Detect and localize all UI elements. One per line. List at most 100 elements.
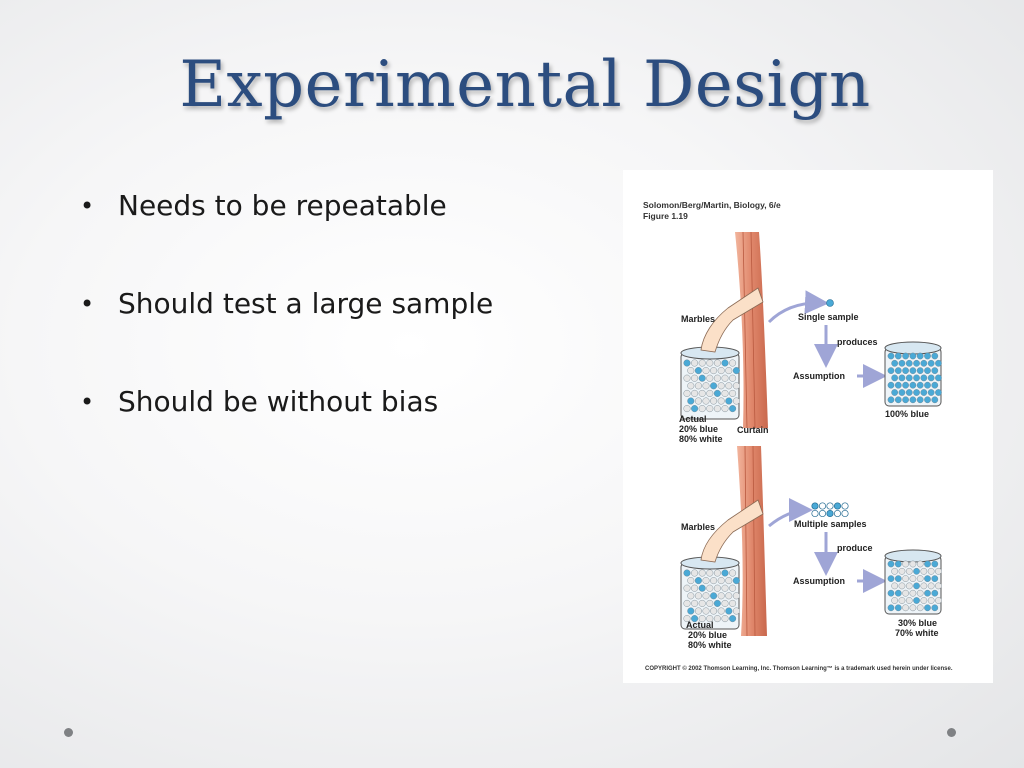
marble — [891, 389, 899, 396]
marble — [905, 597, 913, 604]
bullet-icon: • — [80, 290, 95, 318]
marble — [725, 367, 733, 375]
marble — [909, 604, 917, 612]
marble — [935, 359, 942, 367]
figure-source-line1: Solomon/Berg/Martin, Biology, 6/e — [643, 200, 781, 210]
marble — [725, 592, 733, 600]
marble — [924, 575, 931, 582]
marbles-label: Marbles — [681, 314, 715, 324]
marble — [894, 352, 902, 360]
marble — [706, 359, 714, 367]
marble — [902, 381, 909, 389]
assumption-label: Assumption — [793, 371, 845, 381]
result-white-label: 70% white — [895, 628, 939, 638]
marble — [931, 381, 939, 389]
marble — [729, 389, 737, 397]
sampling-figure: Solomon/Berg/Martin, Biology, 6/e Figure… — [623, 170, 993, 683]
marble — [894, 604, 902, 612]
bullet-icon: • — [80, 388, 95, 416]
marble — [706, 584, 714, 592]
marbles-label: Marbles — [681, 522, 715, 532]
marble — [683, 615, 691, 623]
corner-dot-left — [64, 728, 73, 737]
marble — [702, 607, 710, 615]
marble — [717, 577, 725, 585]
marble — [898, 389, 906, 396]
marble — [920, 374, 928, 382]
marble — [698, 359, 706, 367]
marble — [706, 389, 714, 397]
marble — [687, 577, 695, 585]
bullet-item: •Should test a large sample — [80, 280, 493, 378]
marble — [924, 560, 931, 568]
marble — [909, 589, 917, 597]
marble — [710, 592, 718, 600]
corner-dot-right — [947, 728, 956, 737]
marble — [694, 577, 702, 585]
marble — [924, 381, 931, 389]
marble — [683, 359, 691, 367]
marble — [902, 352, 909, 360]
marble — [902, 604, 909, 612]
marble — [887, 575, 895, 582]
marble — [683, 584, 691, 592]
marble — [698, 599, 706, 607]
marble — [927, 389, 935, 396]
curtain-shape — [735, 232, 768, 428]
marble — [887, 367, 895, 374]
marble — [694, 607, 702, 615]
multiple-marbles-icon — [811, 502, 849, 518]
marble — [920, 597, 928, 604]
marble — [913, 582, 920, 590]
marble — [909, 560, 917, 568]
marble — [894, 381, 902, 389]
actual-blue-label: 20% blue — [679, 424, 718, 434]
marble — [898, 582, 906, 590]
actual-white-label: 80% white — [679, 434, 723, 444]
marble — [916, 604, 924, 612]
bullet-text: Should be without bias — [118, 385, 439, 418]
marble — [732, 592, 740, 600]
marble — [732, 577, 740, 585]
marble — [931, 352, 939, 360]
marble — [691, 584, 699, 592]
actual-label: Actual — [679, 414, 707, 424]
marble — [891, 597, 899, 604]
marble — [887, 352, 895, 360]
actual-label: Actual — [686, 620, 714, 630]
marble — [935, 597, 942, 604]
marble — [732, 397, 740, 405]
marble — [909, 367, 917, 374]
marble — [683, 374, 691, 382]
marble — [894, 367, 902, 374]
marble — [694, 592, 702, 600]
marble — [687, 607, 695, 615]
marble — [898, 597, 906, 604]
result-blue-label: 30% blue — [898, 618, 937, 628]
marble — [894, 560, 902, 568]
marble — [710, 397, 718, 405]
marble — [916, 352, 924, 360]
marble — [706, 615, 714, 623]
marble — [931, 589, 939, 597]
bullet-item: •Needs to be repeatable — [80, 182, 493, 280]
marble — [691, 569, 699, 577]
marble — [721, 359, 729, 367]
marble — [698, 374, 706, 382]
marble — [702, 397, 710, 405]
marble — [916, 367, 924, 374]
marble — [691, 599, 699, 607]
marble — [927, 359, 935, 367]
marble — [694, 367, 702, 375]
marble — [902, 575, 909, 582]
bottom-panel: Marbles Actual 20% blue 80% white Multip… — [680, 445, 942, 650]
marble — [902, 396, 909, 404]
top-panel: Marbles Actual 20% blue 80% white Curtai… — [679, 231, 942, 444]
marble — [702, 367, 710, 375]
marble — [920, 359, 928, 367]
marble — [931, 575, 939, 582]
marble — [894, 575, 902, 582]
marble — [683, 599, 691, 607]
marble — [913, 389, 920, 396]
marble — [913, 374, 920, 382]
